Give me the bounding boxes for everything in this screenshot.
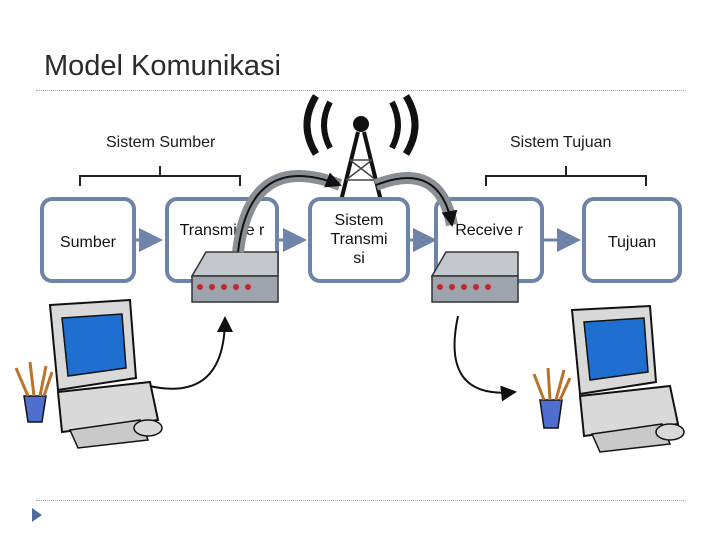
pencil-cup-icon xyxy=(532,367,572,429)
destination-group-bracket xyxy=(485,166,647,186)
modem-icon xyxy=(430,251,519,303)
source-group-bracket xyxy=(79,166,241,186)
node-transmission-system: Sistem Transmi si xyxy=(308,197,410,283)
node-destination: Tujuan xyxy=(582,197,682,283)
source-system-label: Sistem Sumber xyxy=(106,134,216,151)
node-receiver-label: Receive r xyxy=(455,222,523,239)
modem-icon xyxy=(190,251,279,303)
node-transmission-label: Sistem Transmi si xyxy=(330,212,388,267)
antenna-tower-icon xyxy=(303,94,419,206)
node-source: Sumber xyxy=(40,197,136,283)
curved-arrow-icon xyxy=(144,170,517,402)
destination-system-label: Sistem Tujuan xyxy=(510,134,612,151)
title-divider xyxy=(36,90,684,91)
computer-icon xyxy=(570,304,685,453)
slide-title: Model Komunikasi xyxy=(44,50,281,82)
node-destination-label: Tujuan xyxy=(607,234,657,251)
footer-divider xyxy=(36,500,684,501)
slide-bullet-icon xyxy=(32,508,42,522)
node-source-label: Sumber xyxy=(59,234,117,251)
pencil-cup-icon xyxy=(14,361,54,423)
computer-icon xyxy=(48,298,163,449)
